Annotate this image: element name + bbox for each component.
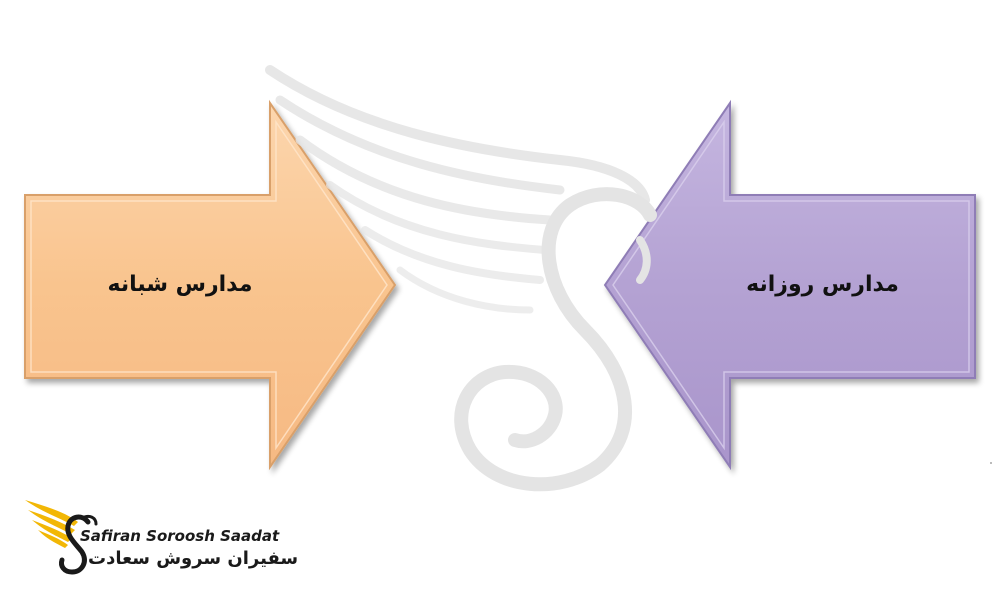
left-arrow <box>24 99 397 471</box>
day-schools-label: مدارس روزانه <box>746 272 899 297</box>
golden-wing-swan-icon <box>25 500 98 575</box>
logo-english-name: Safiran Soroosh Saadat <box>80 527 280 545</box>
logo-persian-name: سفیران سروش سعادت <box>88 548 299 569</box>
wing-swan-watermark-icon <box>265 65 657 492</box>
divider-dot <box>990 462 992 464</box>
right-arrow <box>603 99 976 471</box>
night-schools-label: مدارس شبانه <box>107 272 253 297</box>
